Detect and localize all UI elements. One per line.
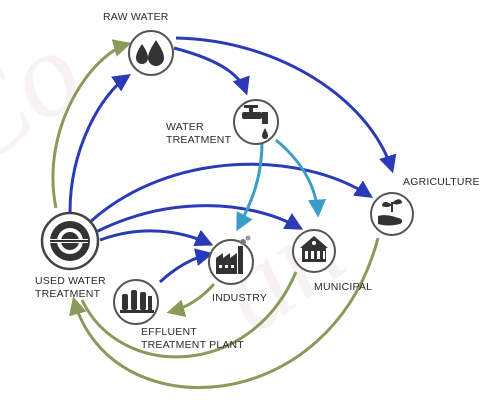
- building-icon: [292, 229, 336, 273]
- plant-tanks-icon: [113, 279, 159, 325]
- arrow-raw-water-to-water-treatment: [173, 46, 250, 96]
- water-treatment-label-line1: WATER: [166, 121, 204, 133]
- arrow-used-water-to-raw-water: [51, 39, 132, 209]
- water-drops-icon: [128, 30, 174, 76]
- water-treatment-label-line2: TREATMENT: [166, 134, 232, 146]
- factory-icon: [208, 235, 254, 285]
- arrow-agriculture-to-used-water: [69, 237, 380, 389]
- effluent-label-line1: EFFLUENT: [141, 326, 197, 338]
- arrow-water-treatment-to-industry: [236, 141, 264, 232]
- water-treatment-label: WATER TREATMENT: [166, 121, 231, 147]
- plant-hand-icon: [370, 192, 414, 236]
- arrow-used-water-up-to-raw: [68, 73, 131, 213]
- arrow-used-water-to-municipal: [95, 204, 304, 234]
- municipal-label: MUNICIPAL: [314, 281, 373, 293]
- used-water-treatment-label: USED WATER TREATMENT: [35, 275, 106, 301]
- clarifier-icon: [40, 211, 100, 271]
- arrow-municipal-to-used-water: [80, 271, 298, 359]
- arrow-effluent-to-industry: [158, 248, 214, 284]
- arrow-raw-water-to-agriculture: [175, 36, 397, 174]
- used-water-treatment-label-line1: USED WATER: [35, 275, 106, 287]
- arrow-used-water-to-agriculture: [88, 162, 374, 224]
- arrow-industry-to-effluent: [166, 283, 216, 317]
- effluent-treatment-plant-label: EFFLUENT TREATMENT PLANT: [141, 326, 244, 352]
- raw-water-label: RAW WATER: [103, 11, 169, 23]
- agriculture-label: AGRICULTURE: [403, 176, 480, 188]
- effluent-label-line2: TREATMENT PLANT: [141, 339, 244, 351]
- faucet-icon: [233, 99, 279, 145]
- arrow-used-water-to-industry: [99, 229, 214, 247]
- industry-label: INDUSTRY: [212, 292, 268, 304]
- arrow-water-treatment-to-municipal: [275, 138, 326, 218]
- used-water-treatment-label-line2: TREATMENT: [35, 288, 101, 300]
